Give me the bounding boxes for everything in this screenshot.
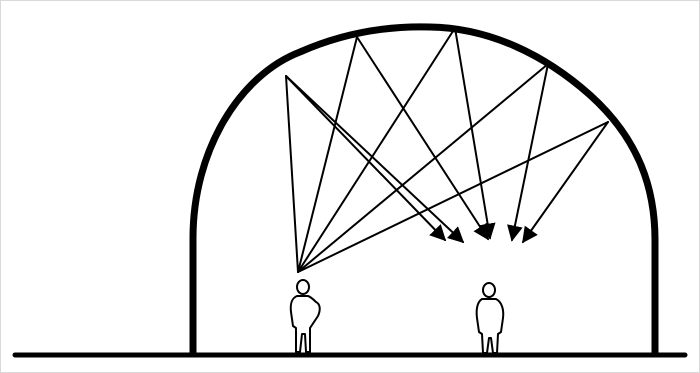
reflected-rays — [286, 28, 608, 272]
speaker-figure — [291, 280, 320, 352]
ray-5-incident — [298, 122, 608, 272]
ray-4-incident — [298, 64, 548, 272]
ray-2-incident — [298, 37, 357, 272]
ray-1-incident — [286, 76, 298, 272]
ray-5-reflected — [523, 122, 608, 242]
listener-figure — [477, 283, 504, 353]
ray-2-reflected — [357, 37, 488, 239]
ray-3-reflected — [455, 28, 490, 238]
